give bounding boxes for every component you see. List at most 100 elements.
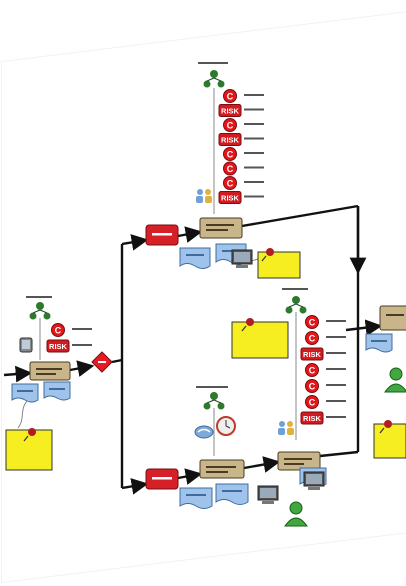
user-icon — [384, 367, 406, 393]
computer-icon — [231, 249, 253, 268]
process-box-bottom-a — [199, 459, 245, 479]
process-box-bottom-b-label-2 — [284, 463, 304, 465]
decision-label — [98, 361, 106, 363]
flow-line-right-mid — [345, 319, 383, 337]
marker-caption — [244, 137, 264, 140]
control-circle-icon: C — [305, 315, 346, 329]
connector-note-left — [17, 397, 31, 429]
pushpins — [23, 248, 392, 442]
control-label: C — [227, 121, 234, 131]
document-label-4 — [222, 250, 240, 252]
marker-caption — [326, 416, 346, 418]
red-boxes — [145, 224, 179, 490]
note-left — [5, 429, 53, 471]
left-stack: C RISK — [46, 323, 92, 353]
control-label: C — [55, 326, 62, 336]
process-box-bottom-a-label-2 — [206, 471, 228, 473]
risk-box-icon: RISK — [46, 339, 92, 353]
control-label: C — [227, 150, 234, 160]
process-box-right-label — [386, 314, 404, 316]
risk-label: RISK — [303, 414, 322, 423]
caption-right — [282, 288, 308, 290]
caption-blocks — [26, 62, 308, 388]
document-bottom-a — [179, 487, 213, 509]
risk-box-icon: RISK — [218, 133, 264, 146]
people-icon — [196, 189, 212, 203]
process-box-left-label-2 — [36, 373, 56, 375]
control-circle-icon: C — [223, 161, 264, 176]
control-label: C — [309, 366, 316, 376]
pushpin-icon — [261, 248, 274, 262]
risk-box-icon: RISK — [300, 411, 346, 425]
control-label: C — [309, 398, 316, 408]
control-circle-icon: C — [305, 395, 346, 409]
process-box-top — [199, 217, 243, 239]
control-circle-icon: C — [223, 89, 264, 103]
document-label-5 — [186, 494, 206, 496]
computer-icon — [303, 471, 325, 490]
risk-box-icon: RISK — [218, 104, 264, 117]
process-box-left-label — [36, 368, 62, 370]
marker-caption — [72, 344, 92, 346]
document-label-8 — [371, 340, 387, 342]
flow-line-entry — [3, 365, 33, 383]
control-circle-icon: C — [51, 323, 92, 337]
control-circle-icon: C — [305, 363, 346, 377]
control-circle-icon: C — [223, 147, 264, 161]
caption-bottom — [196, 386, 228, 388]
document-label-2 — [49, 388, 65, 390]
note-middle — [231, 321, 289, 359]
control-label: C — [309, 334, 316, 344]
risk-label: RISK — [303, 350, 322, 359]
marker-caption — [244, 166, 264, 169]
process-box-bottom-b — [277, 451, 321, 471]
risk-label: RISK — [221, 194, 240, 203]
control-circle-icon: C — [305, 379, 346, 393]
flow-line-to-decision — [69, 360, 95, 377]
marker-caption — [326, 320, 346, 322]
connector-lines — [17, 88, 297, 456]
flow-line-bottom-mid — [177, 468, 203, 485]
handshake-icon — [194, 425, 214, 439]
marker-caption — [244, 195, 264, 198]
note-far-right — [373, 423, 406, 459]
marker-caption — [326, 400, 346, 402]
document-top-a — [179, 247, 211, 269]
note-top-right — [257, 251, 301, 279]
stopwatch-icon — [216, 416, 236, 436]
process-box-right — [379, 305, 406, 331]
marker-caption — [326, 352, 346, 354]
risk-label: RISK — [221, 107, 240, 116]
flow-line-top-long — [241, 204, 359, 228]
control-label: C — [309, 382, 316, 392]
process-box-labels — [36, 224, 404, 473]
marker-caption — [244, 94, 264, 96]
marker-caption — [326, 336, 346, 338]
document-label-6 — [222, 490, 242, 492]
org-chart-icon — [29, 302, 51, 320]
marker-caption — [244, 181, 264, 183]
computers — [19, 249, 325, 504]
flow-line-bottom-right — [243, 456, 281, 473]
control-label: C — [227, 179, 234, 189]
red-box-top-label — [152, 233, 172, 236]
marker-caption — [244, 108, 264, 111]
process-box-top-label-2 — [206, 229, 228, 231]
control-label: C — [227, 92, 234, 102]
org-chart-icon — [285, 296, 307, 314]
control-circle-icon: C — [223, 176, 264, 190]
marker-caption — [244, 123, 264, 125]
document-left-a — [11, 383, 39, 403]
decision-diamond — [91, 351, 113, 373]
document-label-1 — [17, 390, 33, 392]
flow-line-top-in — [121, 234, 149, 251]
pushpin-icon — [241, 318, 254, 332]
org-chart-icon — [203, 70, 225, 88]
notes — [5, 251, 406, 471]
flow-line-bottom-in — [121, 478, 149, 495]
people-icon — [278, 421, 294, 435]
org-icons — [29, 70, 307, 410]
caption-top — [198, 62, 228, 64]
user-icon — [284, 501, 308, 527]
